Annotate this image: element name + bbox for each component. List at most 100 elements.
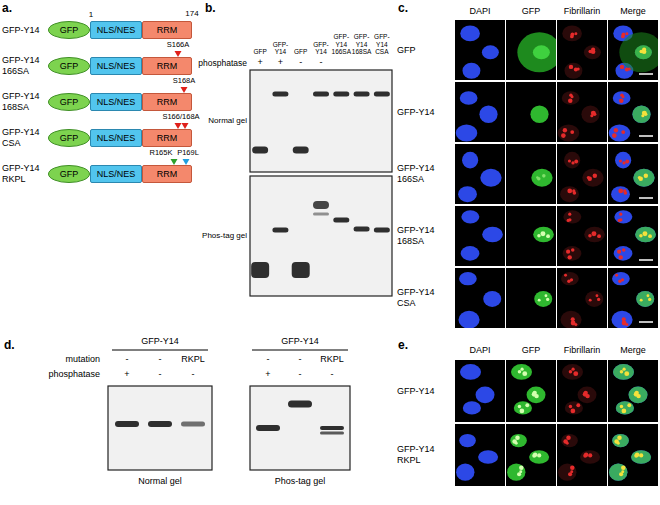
gel-blot (250, 176, 392, 296)
rrm-domain: RRM (142, 93, 192, 111)
protein-band (115, 421, 139, 427)
protein-band (292, 262, 310, 278)
nucleus (458, 311, 479, 328)
micrograph-ground (608, 268, 658, 328)
treatment-sign: - (315, 369, 349, 380)
nucleolus-dot (568, 255, 572, 259)
nucleus-faint (565, 401, 583, 414)
gfp-domain: GFP (48, 165, 90, 183)
domain-name: NLS/NES (97, 25, 136, 36)
nucleus (616, 401, 634, 414)
micrograph-ground (557, 20, 607, 80)
micrograph-ground (557, 360, 607, 422)
micrograph-ground (608, 360, 658, 422)
nucleolus-dot (574, 160, 578, 164)
rrm-domain: RRM (142, 21, 192, 39)
micrograph-content (608, 424, 658, 486)
nucleolus-dot (635, 453, 639, 457)
nucleolus-dot (619, 255, 623, 259)
nucleolus-dot (583, 392, 588, 397)
micrograph-content (506, 424, 556, 486)
nucleolus-dot (591, 231, 596, 236)
nucleolus-dot (536, 176, 539, 179)
nucleolus-dot (634, 392, 639, 397)
domain-name: RRM (157, 25, 178, 36)
micrograph-content (557, 268, 607, 328)
nucleolus-dot (540, 231, 545, 236)
nucleolus-dot (571, 161, 574, 164)
nucleolus-dot (512, 439, 516, 443)
nucleolus-dot (537, 453, 541, 457)
micrograph-ground (506, 206, 556, 266)
nucleolus-dot (566, 435, 571, 440)
nucleus (458, 186, 477, 202)
gel-label: Phos-tag gel (190, 231, 247, 240)
micrograph-ground (506, 82, 556, 142)
gfp-nucleus (616, 401, 634, 414)
micrograph (455, 360, 505, 422)
nucleolus-dot (573, 371, 578, 376)
nucleus-faint (584, 227, 605, 242)
treatment-sign: - (283, 369, 317, 380)
nucleolus-dot (621, 278, 624, 281)
nucleolus-dot (571, 409, 576, 414)
micrograph-ground (506, 144, 556, 204)
nucleolus-dot (576, 403, 580, 407)
ellipse-shape (49, 166, 90, 183)
nucleolus-dot (621, 466, 626, 471)
micrograph (455, 82, 505, 142)
gfp-nucleus (633, 169, 654, 187)
domain-name: RRM (157, 61, 178, 72)
lane-label: GFP-Y14 168SA (351, 33, 371, 56)
gfp-domain: GFP (48, 21, 90, 39)
treatment-sign: - (143, 369, 177, 380)
construct-name: GFP-Y14 RKPL (397, 444, 453, 465)
micrograph (557, 144, 607, 204)
nucleolus-dot (588, 177, 592, 181)
nucleus (461, 210, 479, 223)
channel-header: DAPI (455, 6, 505, 17)
nucleus (482, 227, 503, 242)
nucleolus-dot (546, 234, 550, 238)
micrograph-content (608, 20, 658, 80)
nucleus (461, 246, 480, 261)
nucleolus-dot (621, 35, 625, 39)
nucleolus-dot (572, 189, 575, 192)
nucleolus-dot (571, 321, 576, 326)
nucleus-faint (561, 272, 579, 285)
nucleolus-dot (596, 294, 599, 297)
treatment-sign: - (313, 57, 329, 68)
micrograph-content (455, 144, 505, 204)
nucleolus-dot (570, 470, 573, 473)
protein-band (313, 213, 329, 216)
protein-band (288, 401, 312, 408)
nucleus (611, 311, 632, 328)
nucleus (633, 169, 654, 187)
gel-label: Normal gel (190, 116, 247, 125)
micrograph-content (455, 268, 505, 328)
protein-band (181, 422, 205, 427)
nucleus-faint (561, 434, 578, 447)
micrograph-content (506, 82, 556, 142)
gel-blot (108, 386, 212, 470)
nucleolus-dot (615, 274, 618, 277)
nucleolus-dot (640, 299, 643, 302)
nucleolus-dot (520, 368, 523, 371)
nucleolus-dot (545, 294, 548, 297)
nucleolus-dot (525, 403, 529, 407)
nucleus (613, 91, 631, 104)
nucleolus-dot (571, 95, 574, 98)
micrograph (608, 144, 658, 204)
nls-nes-domain: NLS/NES (90, 93, 142, 111)
nucleolus-dot (570, 278, 573, 281)
nucleus (614, 210, 632, 223)
gfp-nucleus (632, 105, 650, 123)
nucleolus-dot (537, 177, 541, 181)
nucleolus-dot (561, 133, 566, 138)
nucleus (612, 434, 629, 447)
scale-bar (639, 135, 653, 137)
lane-value: - (251, 354, 285, 365)
residue-number: 174 (180, 9, 204, 18)
nucleolus-dot (532, 392, 537, 397)
